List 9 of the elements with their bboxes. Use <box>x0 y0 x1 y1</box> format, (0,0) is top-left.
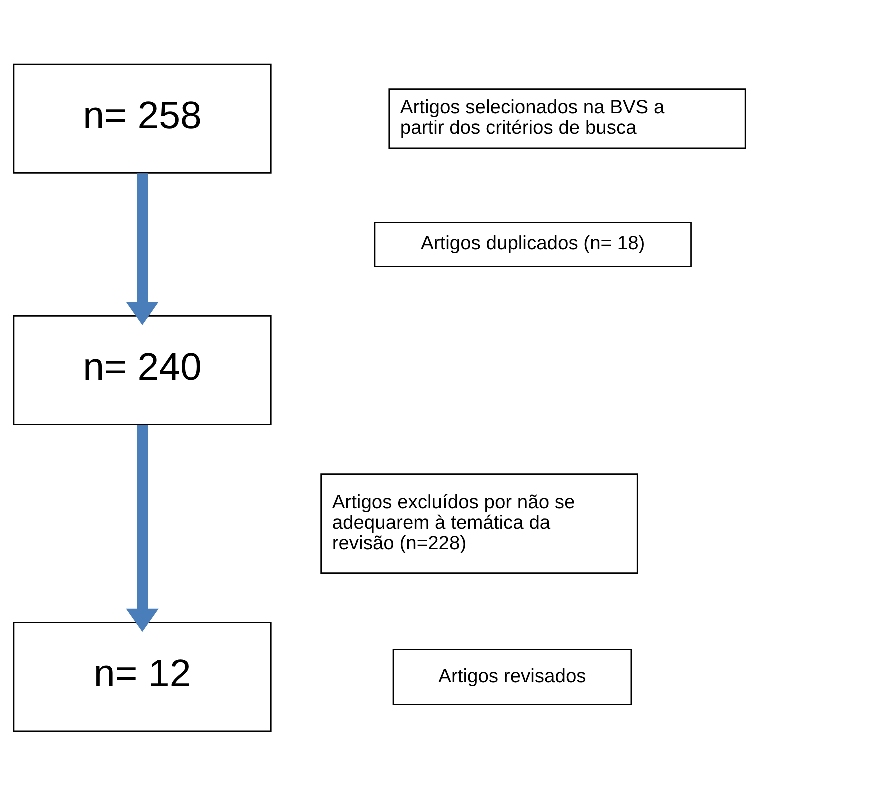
node-box: n= 12 <box>13 622 272 732</box>
node-box: Artigos revisados <box>392 648 632 705</box>
node-box: Artigos selecionados na BVS a partir dos critérios de busca <box>388 88 746 149</box>
node-box: n= 258 <box>13 63 272 174</box>
node-box: Artigos duplicados (n= 18) <box>374 221 692 267</box>
arrow <box>126 173 159 325</box>
arrow <box>126 424 159 632</box>
node-box: n= 240 <box>13 314 272 425</box>
node-box: Artigos excluídos por não se adequarem à temática da revisão (n=228) <box>320 473 638 574</box>
